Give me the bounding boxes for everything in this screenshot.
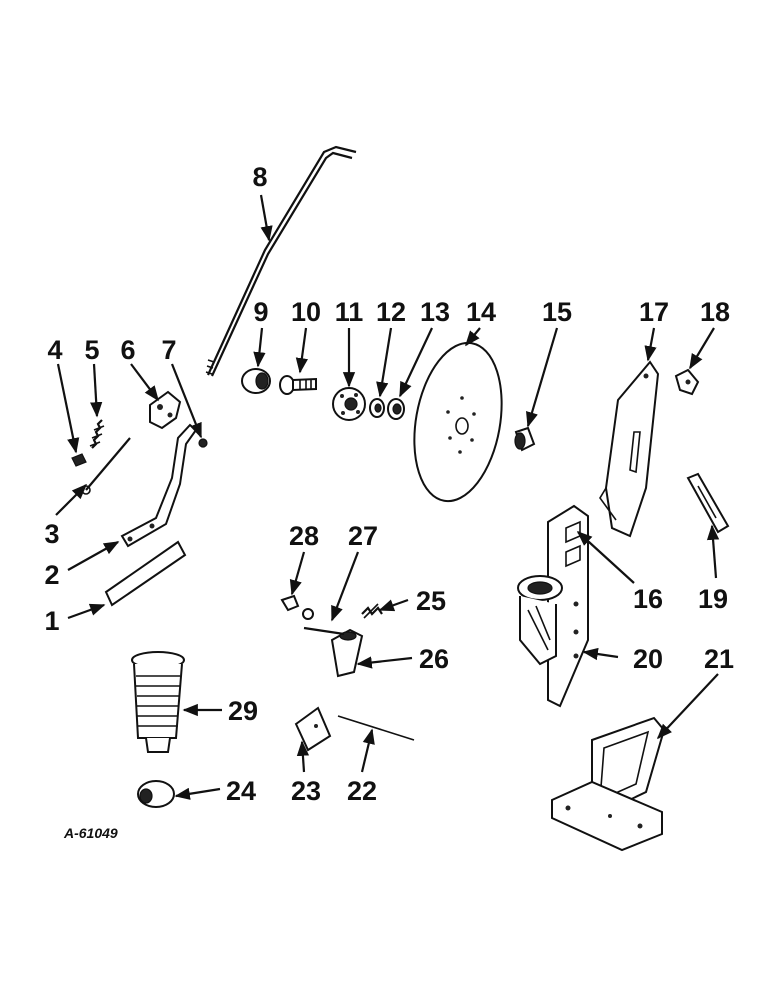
leader-2 [67,541,120,571]
leader-28 [289,551,306,596]
part-27-pin-drawing [302,608,345,636]
part-28-screw-drawing [280,594,300,612]
part-4-clip-drawing [71,453,87,467]
part-label-28: 28 [289,521,319,551]
leader-15 [526,327,559,428]
catalog-number: A-61049 [63,825,118,841]
part-19-slotted-strap-drawing [686,472,730,534]
part-label-17: 17 [639,297,669,327]
part-3-pin-drawing [81,437,131,495]
part-label-2: 2 [44,560,59,590]
part-label-19: 19 [698,584,728,614]
part-5-spring-drawing [89,419,105,449]
leader-21 [656,673,719,740]
leader-26 [356,656,413,669]
part-label-18: 18 [700,297,730,327]
part-label-23: 23 [291,776,321,806]
part-label-24: 24 [226,776,256,806]
leader-1 [67,603,106,620]
leader-23 [296,740,310,773]
part-label-9: 9 [253,297,268,327]
part-label-8: 8 [252,162,267,192]
part-24-cap-drawing [137,780,175,808]
part-label-12: 12 [376,297,406,327]
leader-13 [399,327,433,398]
part-1-flat-bar-drawing [104,540,187,607]
part-label-7: 7 [161,335,176,365]
part-label-16: 16 [633,584,663,614]
part-label-1: 1 [44,606,59,636]
part-22-wire-drawing [337,715,415,741]
part-16-20-frame-drawing [517,504,589,708]
part-17-plate-bracket-drawing [599,360,660,538]
part-6-bracket-drawing [149,390,182,430]
leader-24 [174,787,221,800]
part-label-5: 5 [84,335,99,365]
leader-18 [689,327,715,370]
part-label-26: 26 [419,644,449,674]
part-14-disc-drawing [413,341,503,503]
leader-14 [465,327,481,347]
leader-22 [360,728,375,773]
leader-5 [90,363,103,418]
part-label-20: 20 [633,644,663,674]
part-label-29: 29 [228,696,258,726]
part-label-10: 10 [291,297,321,327]
leader-3 [55,483,88,516]
part-18-clip-drawing [674,368,700,396]
part-label-6: 6 [120,335,135,365]
part-26-sleeve-drawing [330,628,364,678]
part-label-3: 3 [44,519,59,549]
leader-19 [706,524,720,579]
leader-arrows [55,194,720,800]
leader-8 [259,194,273,242]
leader-16 [576,530,635,584]
part-11-hub-drawing [332,387,366,421]
part-label-25: 25 [416,586,446,616]
part-label-22: 22 [347,776,377,806]
part-25-spring-drawing [361,603,383,619]
part-12-bearing-drawing [369,398,385,418]
leader-6 [130,363,159,402]
leader-7 [170,363,203,439]
part-2-bent-arm-drawing [120,423,198,548]
leader-9 [253,327,266,368]
part-label-13: 13 [420,297,450,327]
part-label-21: 21 [704,644,734,674]
leader-20 [582,647,619,661]
part-29-tube-drawing [131,651,185,753]
part-label-27: 27 [348,521,378,551]
leader-12 [376,327,393,398]
part-8-rod-drawing [205,145,357,377]
part-label-4: 4 [47,335,62,365]
part-21-base-frame-drawing [551,716,666,852]
part-13-bearing-drawing [387,398,405,420]
part-9-collar-drawing [241,368,271,394]
leader-10 [295,327,308,374]
part-7-nut-drawing [198,438,208,448]
leader-17 [644,327,657,362]
leader-27 [330,551,360,622]
part-label-14: 14 [466,297,496,327]
part-15-bushing-drawing [514,426,536,452]
leader-25 [378,598,409,612]
part-label-15: 15 [542,297,572,327]
part-labels: 1 2 3 4 5 6 7 8 9 10 11 12 13 14 15 16 1… [44,162,734,841]
part-10-bolt-drawing [279,375,317,395]
leader-4 [56,363,80,454]
part-label-11: 11 [335,297,364,327]
